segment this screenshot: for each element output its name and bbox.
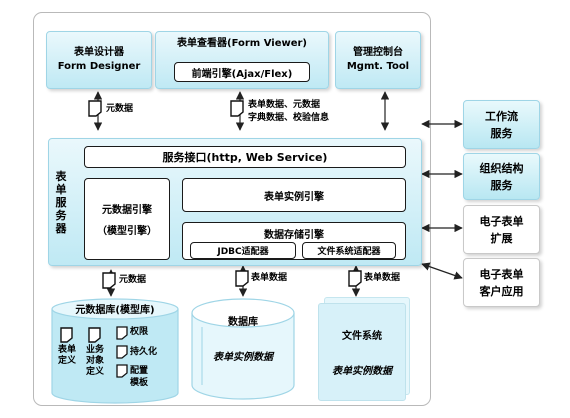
- instance-engine-box: 表单实例引擎: [182, 178, 406, 212]
- org-structure-line2: 服务: [490, 178, 513, 192]
- form-data-document-icon: [235, 270, 249, 287]
- fs-link-label: 表单数据: [364, 273, 401, 283]
- mgmt-tool-title: 管理控制台: [353, 47, 403, 58]
- eform-extension-line2: 扩展: [490, 231, 513, 245]
- config-template-document-icon: [116, 364, 128, 378]
- form-viewer-box: 表单查看器(Form Viewer) 前端引擎(Ajax/Flex): [155, 31, 329, 89]
- persistence-document-icon: [116, 345, 128, 359]
- form-viewer-title: 表单查看器(Form Viewer): [177, 38, 307, 49]
- viewer-link-label-1: 表单数据、元数据: [248, 100, 321, 110]
- persistence-label: 持久化: [130, 347, 158, 357]
- business-object-line3: 定义: [85, 367, 104, 377]
- metadata-engine-sublabel: （模型引擎）: [97, 226, 157, 237]
- database-title: 数据库: [228, 317, 258, 328]
- fs-form-data-document-icon: [348, 270, 362, 287]
- lower-metadata-label: 元数据: [119, 275, 147, 285]
- business-object-line1: 业务: [85, 345, 104, 355]
- form-designer-title: 表单设计器: [74, 47, 124, 58]
- org-structure-line1: 组织结构: [479, 161, 524, 175]
- fs-adapter-box: 文件系统适配器: [302, 242, 396, 259]
- permission-document-icon: [116, 326, 128, 340]
- filesystem-box: 文件系统 表单实例数据: [318, 303, 406, 401]
- frontend-engine-box: 前端引擎(Ajax/Flex): [174, 62, 310, 82]
- business-object-line2: 对象: [85, 356, 104, 366]
- designer-link-label: 元数据: [106, 104, 134, 114]
- viewer-document-icon: [230, 100, 244, 117]
- workflow-service-box: 工作流 服务: [463, 100, 540, 149]
- form-definition-label: 表单 定义: [56, 345, 78, 367]
- eform-client-line1: 电子表单: [479, 267, 524, 281]
- filesystem-content: 表单实例数据: [332, 366, 392, 377]
- business-object-label: 业务 对象 定义: [84, 345, 106, 378]
- db-link-label: 表单数据: [251, 273, 288, 283]
- template-label: 模板: [130, 378, 149, 388]
- form-designer-box: 表单设计器 Form Designer: [46, 31, 152, 89]
- metadata-engine-label: 元数据引擎: [102, 205, 152, 216]
- form-server-label-text: 表单服务器: [55, 170, 67, 235]
- org-structure-service-box: 组织结构 服务: [463, 153, 540, 200]
- metadata-store-title: 元数据库(模型库): [75, 305, 155, 316]
- workflow-service-line2: 服务: [490, 126, 513, 140]
- permission-label: 权限: [130, 327, 149, 337]
- eform-extension-box: 电子表单 扩展: [463, 205, 540, 254]
- eform-extension-line1: 电子表单: [479, 214, 524, 228]
- form-definition-line2: 定义: [57, 356, 76, 366]
- viewer-link-label-2: 字典数据、校验信息: [248, 113, 330, 123]
- metadata-engine-box: 元数据引擎 （模型引擎）: [84, 178, 170, 260]
- business-object-document-icon: [88, 327, 101, 343]
- jdbc-adapter-box: JDBC适配器: [190, 242, 296, 259]
- database-cylinder: [191, 298, 295, 400]
- eform-client-app-box: 电子表单 客户应用: [463, 258, 540, 307]
- filesystem-title: 文件系统: [342, 331, 382, 342]
- form-definition-document-icon: [60, 327, 73, 343]
- form-definition-line1: 表单: [57, 345, 76, 355]
- lower-metadata-document-icon: [102, 272, 116, 289]
- eform-client-line2: 客户应用: [479, 284, 524, 298]
- metadata-store-cylinder: [51, 298, 179, 404]
- mgmt-tool-subtitle: Mgmt. Tool: [346, 61, 410, 72]
- storage-engine-label: 数据存储引擎: [264, 230, 324, 241]
- database-content: 表单实例数据: [213, 352, 273, 363]
- metadata-document-icon: [88, 100, 102, 117]
- workflow-service-line1: 工作流: [485, 109, 518, 123]
- config-label: 配置: [130, 366, 149, 376]
- mgmt-tool-box: 管理控制台 Mgmt. Tool: [335, 31, 421, 89]
- form-designer-subtitle: Form Designer: [57, 61, 141, 72]
- form-server-label: 表单服务器: [55, 170, 67, 235]
- service-interface-box: 服务接口(http, Web Service): [84, 146, 406, 168]
